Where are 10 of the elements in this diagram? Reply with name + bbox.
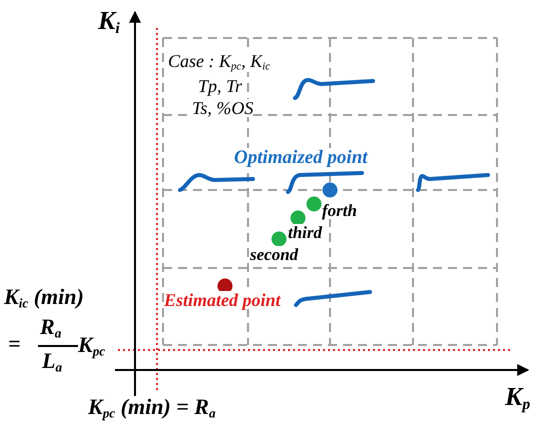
point-label: forth (322, 202, 357, 219)
case-text: Tp, Tr (198, 77, 242, 95)
point-label: third (288, 224, 322, 241)
case-text: Case : K$_{pc}$, K$_{ic}$ (168, 52, 270, 72)
point-label: Estimated point (164, 291, 281, 309)
point-label: Optimaized point (234, 148, 368, 167)
formula-text: K$_{ic}$ (min) (4, 286, 84, 310)
formula-text: K$_{pc}$ (min) = R$_{a}$ (88, 396, 216, 420)
case-text: Ts, %OS (192, 99, 254, 117)
point-label: second (250, 246, 298, 263)
